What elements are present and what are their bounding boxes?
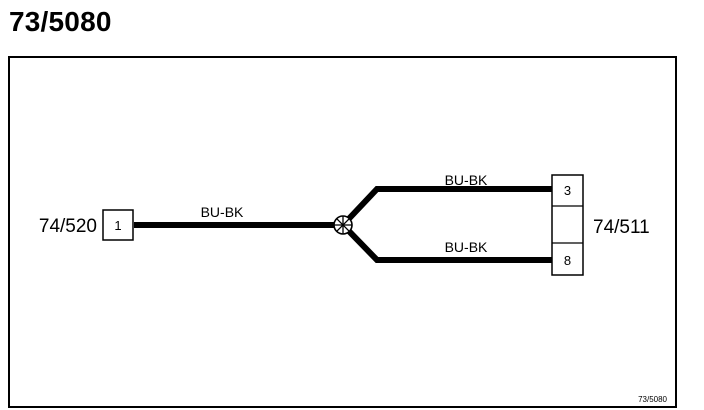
splice-junction-icon xyxy=(333,215,353,235)
diagram-frame xyxy=(8,56,677,408)
connector-74-511-pin-top: 3 xyxy=(564,183,571,198)
connector-74-511[interactable] xyxy=(551,174,584,276)
wire-upper-branch-label: BU-BK xyxy=(445,172,488,188)
diagram-reference: 73/5080 xyxy=(638,395,667,404)
wire-lower-branch[interactable] xyxy=(340,222,552,263)
connector-74-511-label: 74/511 xyxy=(593,217,650,238)
wire-main-label: BU-BK xyxy=(201,204,244,220)
connector-74-520-pin: 1 xyxy=(114,218,121,233)
connector-74-520-label: 74/520 xyxy=(39,216,97,237)
connector-74-511-pin-bottom: 8 xyxy=(564,253,571,268)
wire-lower-branch-label: BU-BK xyxy=(445,239,488,255)
wire-upper-branch[interactable] xyxy=(340,186,552,228)
page-title: 73/5080 xyxy=(9,6,112,37)
connector-74-520-pin-box[interactable] xyxy=(102,209,134,241)
